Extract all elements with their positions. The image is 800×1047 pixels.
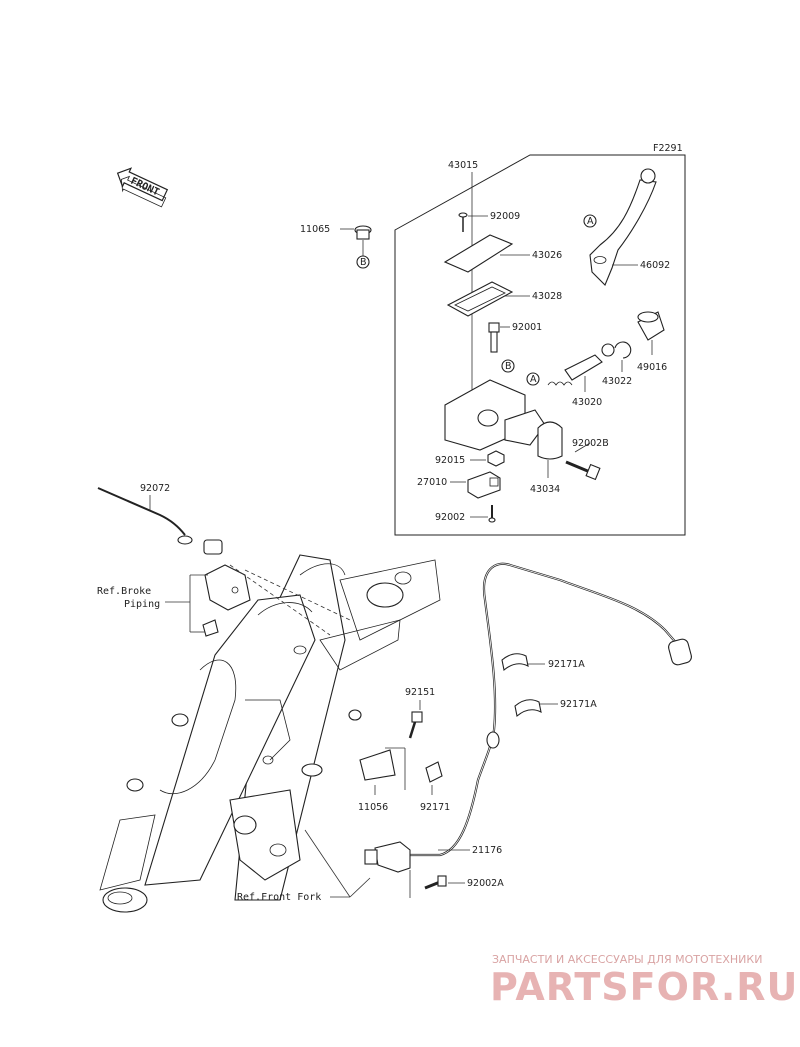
- piston-43020-icon: [547, 343, 615, 386]
- clip-92171a-upper-icon: [501, 653, 529, 672]
- svg-text:B: B: [360, 257, 367, 268]
- label-43022: 43022: [602, 376, 632, 387]
- clip-92171-icon: [425, 761, 443, 783]
- circlip-43022-icon: [614, 341, 632, 359]
- svg-text:A: A: [530, 374, 537, 385]
- label-92171A-lower: 92171A: [560, 699, 597, 710]
- watermark-line1: ЗАПЧАСТИ И АКСЕССУАРЫ ДЛЯ МОТОТЕХНИКИ: [492, 953, 762, 966]
- label-43015: 43015: [448, 160, 478, 171]
- label-46092: 46092: [640, 260, 670, 271]
- ref-brake-piping-line2: Piping: [124, 599, 160, 610]
- label-92015: 92015: [435, 455, 465, 466]
- bolt-92151-icon: [408, 711, 423, 739]
- label-92009: 92009: [490, 211, 520, 222]
- svg-text:A: A: [587, 216, 594, 227]
- figure-code: F2291: [653, 143, 683, 154]
- circle-a-lever-icon: [583, 214, 597, 228]
- assembly-outline: [394, 154, 686, 536]
- bolt-92002b-icon: [565, 460, 601, 481]
- clip-92171a-lower-icon: [514, 699, 542, 718]
- label-43028: 43028: [532, 291, 562, 302]
- screw-92009-icon: [458, 212, 468, 232]
- watermark-line2: PARTSFOR.RU: [490, 965, 798, 1009]
- diaphragm-43028-icon: [446, 281, 514, 317]
- label-92171: 92171: [420, 802, 450, 813]
- front-arrow-icon: [116, 167, 169, 208]
- label-21176: 21176: [472, 845, 502, 856]
- label-92001: 92001: [512, 322, 542, 333]
- nut-92015-icon: [487, 450, 505, 467]
- cap-43026-icon: [443, 234, 514, 273]
- label-43020: 43020: [572, 397, 602, 408]
- circle-a-icon: [526, 372, 540, 386]
- cap-11065-icon: [354, 225, 372, 240]
- screw-92002-icon: [488, 505, 496, 523]
- circle-b-icon: [501, 359, 515, 373]
- label-92002: 92002: [435, 512, 465, 523]
- sensor-cable-21176-icon: [364, 562, 692, 873]
- lever-46092-icon: [589, 168, 657, 286]
- ref-brake-piping-line1: Ref.Broke: [97, 586, 151, 597]
- switch-27010-icon: [467, 471, 501, 499]
- cable-92072-icon: [97, 487, 223, 555]
- label-92072: 92072: [140, 483, 170, 494]
- label-92171A-upper: 92171A: [548, 659, 585, 670]
- label-92002B: 92002B: [572, 438, 609, 449]
- label-11056: 11056: [358, 802, 388, 813]
- label-27010: 27010: [417, 477, 447, 488]
- bolt-92001-icon: [488, 322, 500, 353]
- brake-bracket-icon: [202, 564, 251, 637]
- bolt-92002a-icon: [424, 875, 447, 890]
- front-fork-icon: [99, 554, 441, 913]
- label-43026: 43026: [532, 250, 562, 261]
- circle-b-cap-icon: [356, 255, 370, 269]
- label-11065: 11065: [300, 224, 330, 235]
- master-cylinder-body: [444, 379, 546, 451]
- bracket-11056-icon: [359, 749, 396, 781]
- label-49016: 49016: [637, 362, 667, 373]
- label-92151: 92151: [405, 687, 435, 698]
- svg-text:B: B: [505, 361, 512, 372]
- clamp-43034-icon: [537, 421, 563, 460]
- ref-front-fork: Ref.Front Fork: [237, 892, 321, 903]
- boot-49016-icon: [637, 311, 665, 341]
- label-92002A: 92002A: [467, 878, 504, 889]
- label-43034: 43034: [530, 484, 560, 495]
